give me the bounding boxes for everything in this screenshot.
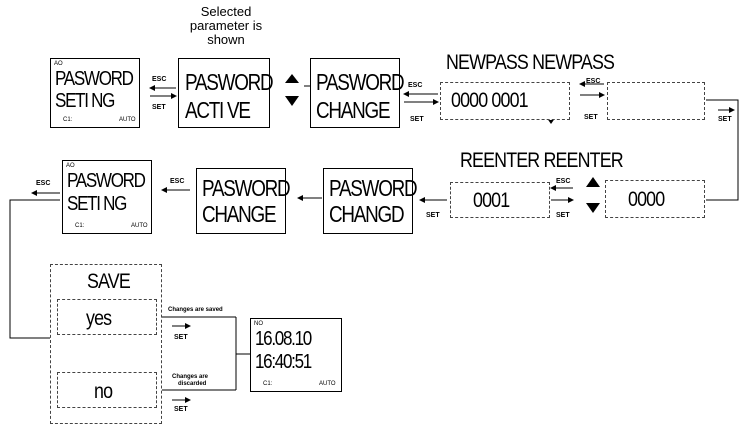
box-password-change-mid: PASWORD CHANGE — [196, 168, 291, 234]
newpass-entry-box: 0000 0001 — [440, 82, 570, 120]
save-yes-text: yes — [86, 307, 112, 330]
changes-discarded-line-2: discarded — [178, 381, 207, 387]
box-line-2: CHANGE — [202, 201, 277, 227]
lcd-auto-label: AUTO — [131, 223, 148, 229]
reenter-value: 0001 — [473, 189, 510, 212]
box-line-1: PASWORD — [185, 69, 274, 95]
note-text: Selected parameter is shown — [180, 5, 272, 47]
save-yes-option: yes — [57, 299, 157, 335]
box-line-2: CHANGD — [329, 201, 405, 227]
changes-saved-label: Changes are saved — [168, 307, 223, 313]
esc-label: ESC — [36, 180, 51, 187]
set-label: SET — [152, 104, 166, 111]
save-no-option: no — [57, 372, 157, 408]
set-label: SET — [174, 406, 188, 413]
save-header: SAVE — [87, 270, 131, 293]
note-line-3: shown — [207, 32, 245, 47]
box-password-active: PASWORD ACTI VE — [178, 58, 274, 128]
esc-label: ESC — [152, 76, 167, 83]
reenter-entry-box: 0000 — [605, 180, 705, 218]
box-line-2: CHANGE — [316, 97, 391, 123]
box-line-1: PASWORD — [329, 175, 418, 201]
set-label: SET — [718, 116, 732, 123]
lcd-line-1: PASWORD — [55, 68, 134, 90]
lcd-sec-label: NO — [254, 321, 263, 327]
reenter-header: REENTER REENTER — [460, 149, 624, 172]
save-no-text: no — [94, 380, 113, 403]
newpass-value: 0000 0001 — [451, 89, 529, 112]
lcd-sec-label: AO — [66, 163, 75, 169]
changes-discarded-line-1: Changes are — [172, 374, 209, 380]
set-label: SET — [410, 116, 424, 123]
set-label: SET — [584, 114, 598, 121]
lcd-password-setting-top: AO PASWORD SETI NG C1: AUTO — [50, 58, 140, 128]
lcd-auto-label: AUTO — [319, 381, 336, 387]
reenter-value: 0000 — [628, 188, 665, 211]
box-line-1: PASWORD — [202, 175, 291, 201]
lcd-line-1: PASWORD — [67, 170, 146, 192]
box-line-1: PASWORD — [316, 69, 405, 95]
lcd-auto-label: AUTO — [119, 117, 136, 123]
lcd-password-setting-mid: AO PASWORD SETI NG C1: AUTO — [62, 160, 152, 234]
set-label: SET — [426, 212, 440, 219]
lcd-c1-label: C1: — [263, 381, 273, 387]
esc-label: ESC — [586, 78, 601, 85]
set-label: SET — [174, 334, 188, 341]
box-password-changd: PASWORD CHANGD — [323, 168, 418, 234]
newpass-header: NEWPASS NEWPASS — [446, 51, 615, 74]
lcd-clock-screen: NO 16.08.10 16:40:51 C1: AUTO — [250, 318, 342, 392]
newpass-entry-box-2 — [607, 82, 705, 120]
lcd-c1-label: C1: — [75, 223, 85, 229]
lcd-sec-label: AO — [54, 61, 63, 67]
box-password-change-top: PASWORD CHANGE — [310, 58, 405, 128]
esc-label: ESC — [408, 82, 423, 89]
clock-date: 16.08.10 — [255, 328, 312, 350]
clock-time: 16:40:51 — [255, 351, 312, 373]
reenter-entry-box-2: 0001 — [450, 182, 550, 218]
note-line-2: parameter is — [189, 18, 263, 33]
esc-label: ESC — [170, 178, 185, 185]
note-line-1: Selected — [200, 4, 252, 19]
set-label: SET — [556, 212, 570, 219]
esc-label: ESC — [556, 178, 571, 185]
lcd-line-2: SETI NG — [67, 193, 127, 215]
box-line-2: ACTI VE — [185, 97, 251, 123]
lcd-c1-label: C1: — [63, 117, 73, 123]
lcd-line-2: SETI NG — [55, 90, 115, 112]
